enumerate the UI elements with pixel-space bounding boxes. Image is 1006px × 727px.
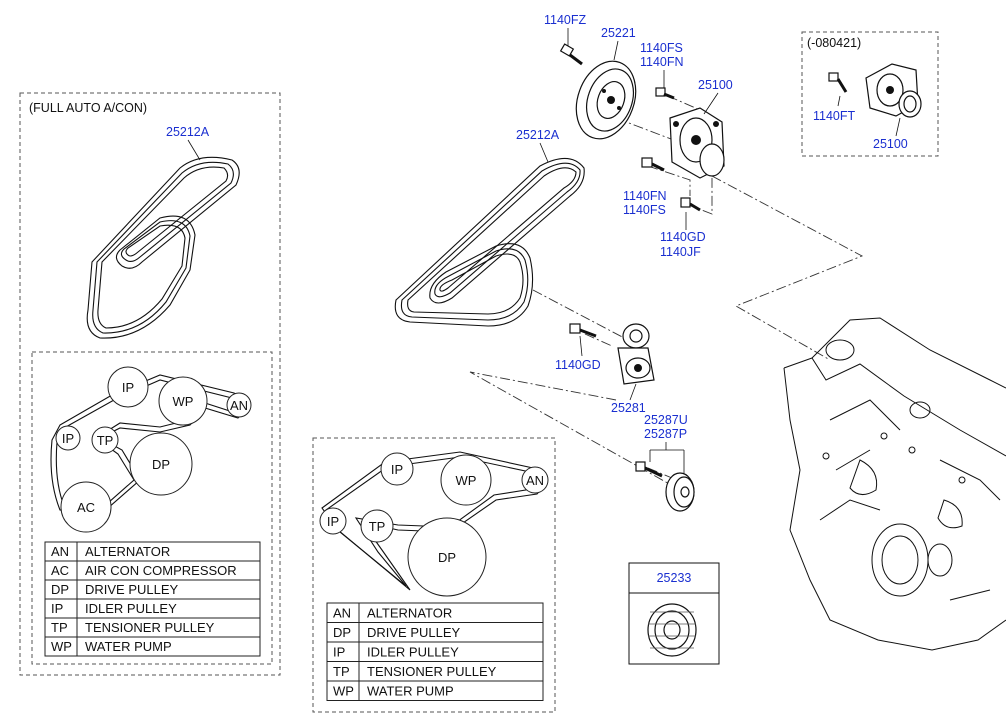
part-25212a-label[interactable]: 25212A <box>516 128 560 142</box>
middle-legend-code: WP <box>333 684 354 699</box>
middle-legend-table: AN ALTERNATOR DP DRIVE PULLEY IP IDLER PULLEY… <box>326 602 544 701</box>
bolt-1140fs-top <box>655 87 675 100</box>
part-1140fs-top-label[interactable]: 1140FS <box>640 41 683 55</box>
middle-pulley-label: AN <box>526 473 544 488</box>
middle-pulley-label: DP <box>438 550 456 565</box>
inset-panel: (-080421) 1140FT 25100 <box>801 31 939 157</box>
part-1140fn-mid-label[interactable]: 1140FN <box>623 189 667 203</box>
part-25233-label[interactable]: 25233 <box>657 571 692 585</box>
middle-legend-name: WATER PUMP <box>367 684 454 699</box>
left-pulley-label: TP <box>97 433 114 448</box>
engine-block-outline <box>783 317 1006 651</box>
left-panel-title: (FULL AUTO A/CON) <box>29 101 147 115</box>
left-legend-table: AN ALTERNATOR AC AIR CON COMPRESSOR DP DRIVE … <box>44 541 261 657</box>
left-legend-name: IDLER PULLEY <box>85 601 177 616</box>
inset-water-pump <box>865 63 922 118</box>
middle-pulley-dp <box>407 517 487 597</box>
bolt-1140fn-mid <box>641 157 665 172</box>
bolt-1140gd-right <box>680 197 701 212</box>
left-legend-code: AN <box>51 544 69 559</box>
inset-date-label: (-080421) <box>807 36 861 50</box>
middle-legend-frame <box>326 602 544 701</box>
water-pump-25100 <box>669 107 725 179</box>
part-25221-label[interactable]: 25221 <box>601 26 636 40</box>
middle-pulley-an <box>521 466 549 494</box>
middle-pulley-label: TP <box>369 519 386 534</box>
left-legend-name: ALTERNATOR <box>85 544 170 559</box>
left-pulley-ip1 <box>107 366 149 408</box>
inset-bolt-1140ft <box>828 72 848 93</box>
middle-pulley-wp <box>440 454 492 506</box>
left-pulley-label: AN <box>230 398 248 413</box>
fan-clutch-25233 <box>647 603 697 657</box>
middle-pulley-label: WP <box>456 473 477 488</box>
part-1140gd-left-label[interactable]: 1140GD <box>555 358 601 372</box>
left-legend-code: WP <box>51 639 72 654</box>
middle-legend-code: AN <box>333 606 351 621</box>
middle-pulley-tp <box>360 509 394 543</box>
left-pulley-label: IP <box>62 431 74 446</box>
part-25100-label[interactable]: 25100 <box>698 78 733 92</box>
part-1140gd-right-label[interactable]: 1140GD <box>660 230 706 244</box>
left-legend-code: DP <box>51 582 69 597</box>
part-25287p-label[interactable]: 25287P <box>644 427 687 441</box>
left-legend-name: AIR CON COMPRESSOR <box>85 563 237 578</box>
part-25281-label[interactable]: 25281 <box>611 401 646 415</box>
middle-legend-name: DRIVE PULLEY <box>367 625 461 640</box>
middle-legend-name: ALTERNATOR <box>367 606 452 621</box>
middle-pulley-ip2 <box>319 507 347 535</box>
idler-pulley-25287 <box>665 472 695 512</box>
left-legend-name: WATER PUMP <box>85 639 172 654</box>
left-pulley-an <box>226 392 252 418</box>
left-legend-code: IP <box>51 601 63 616</box>
left-legend-name: DRIVE PULLEY <box>85 582 179 597</box>
left-pulley-label: AC <box>77 500 95 515</box>
middle-legend-code: DP <box>333 625 351 640</box>
left-pulley-ip2 <box>55 425 81 451</box>
middle-pulley-ip1 <box>380 452 414 486</box>
left-pulley-wp <box>158 376 208 426</box>
middle-legend-code: TP <box>333 664 350 679</box>
middle-pulley-label: IP <box>327 514 339 529</box>
left-pulley-tp <box>91 426 119 454</box>
part-25287u-label[interactable]: 25287U <box>644 413 688 427</box>
left-pulley-label: WP <box>173 394 194 409</box>
bolt-1140gd-left <box>569 323 597 338</box>
inset-bolt-label[interactable]: 1140FT <box>813 109 856 123</box>
bolt-1140fz <box>559 43 583 66</box>
left-pulley-ac <box>60 481 112 533</box>
tensioner-25281 <box>617 323 655 385</box>
middle-legend-name: TENSIONER PULLEY <box>367 664 497 679</box>
inset-pump-label[interactable]: 25100 <box>873 137 908 151</box>
part-1140jf-label[interactable]: 1140JF <box>660 245 701 259</box>
part-1140fn-top-label[interactable]: 1140FN <box>640 55 684 69</box>
belt-25212a <box>394 157 585 327</box>
middle-pulley-label: IP <box>391 462 403 477</box>
left-pulley-label: DP <box>152 457 170 472</box>
pulley-25221 <box>575 60 637 140</box>
bolt-25287 <box>635 461 663 478</box>
left-legend-name: TENSIONER PULLEY <box>85 620 215 635</box>
left-belt-drawing <box>86 156 240 339</box>
part-1140fz-label[interactable]: 1140FZ <box>544 13 587 27</box>
left-pulley-label: IP <box>122 380 134 395</box>
left-legend-code: AC <box>51 563 69 578</box>
main-exploded-view: 1140FZ 25221 1140FS 1140FN <box>394 13 1006 665</box>
left-pulley-dp <box>129 432 193 496</box>
left-belt-part-number[interactable]: 25212A <box>166 125 210 139</box>
middle-panel: IP WP AN IP TP DP AN ALTERNATOR DP DRIVE PULLEY I… <box>312 437 556 713</box>
left-legend-code: TP <box>51 620 68 635</box>
part-1140fs-mid-label[interactable]: 1140FS <box>623 203 666 217</box>
middle-legend-name: IDLER PULLEY <box>367 645 459 660</box>
middle-legend-code: IP <box>333 645 345 660</box>
